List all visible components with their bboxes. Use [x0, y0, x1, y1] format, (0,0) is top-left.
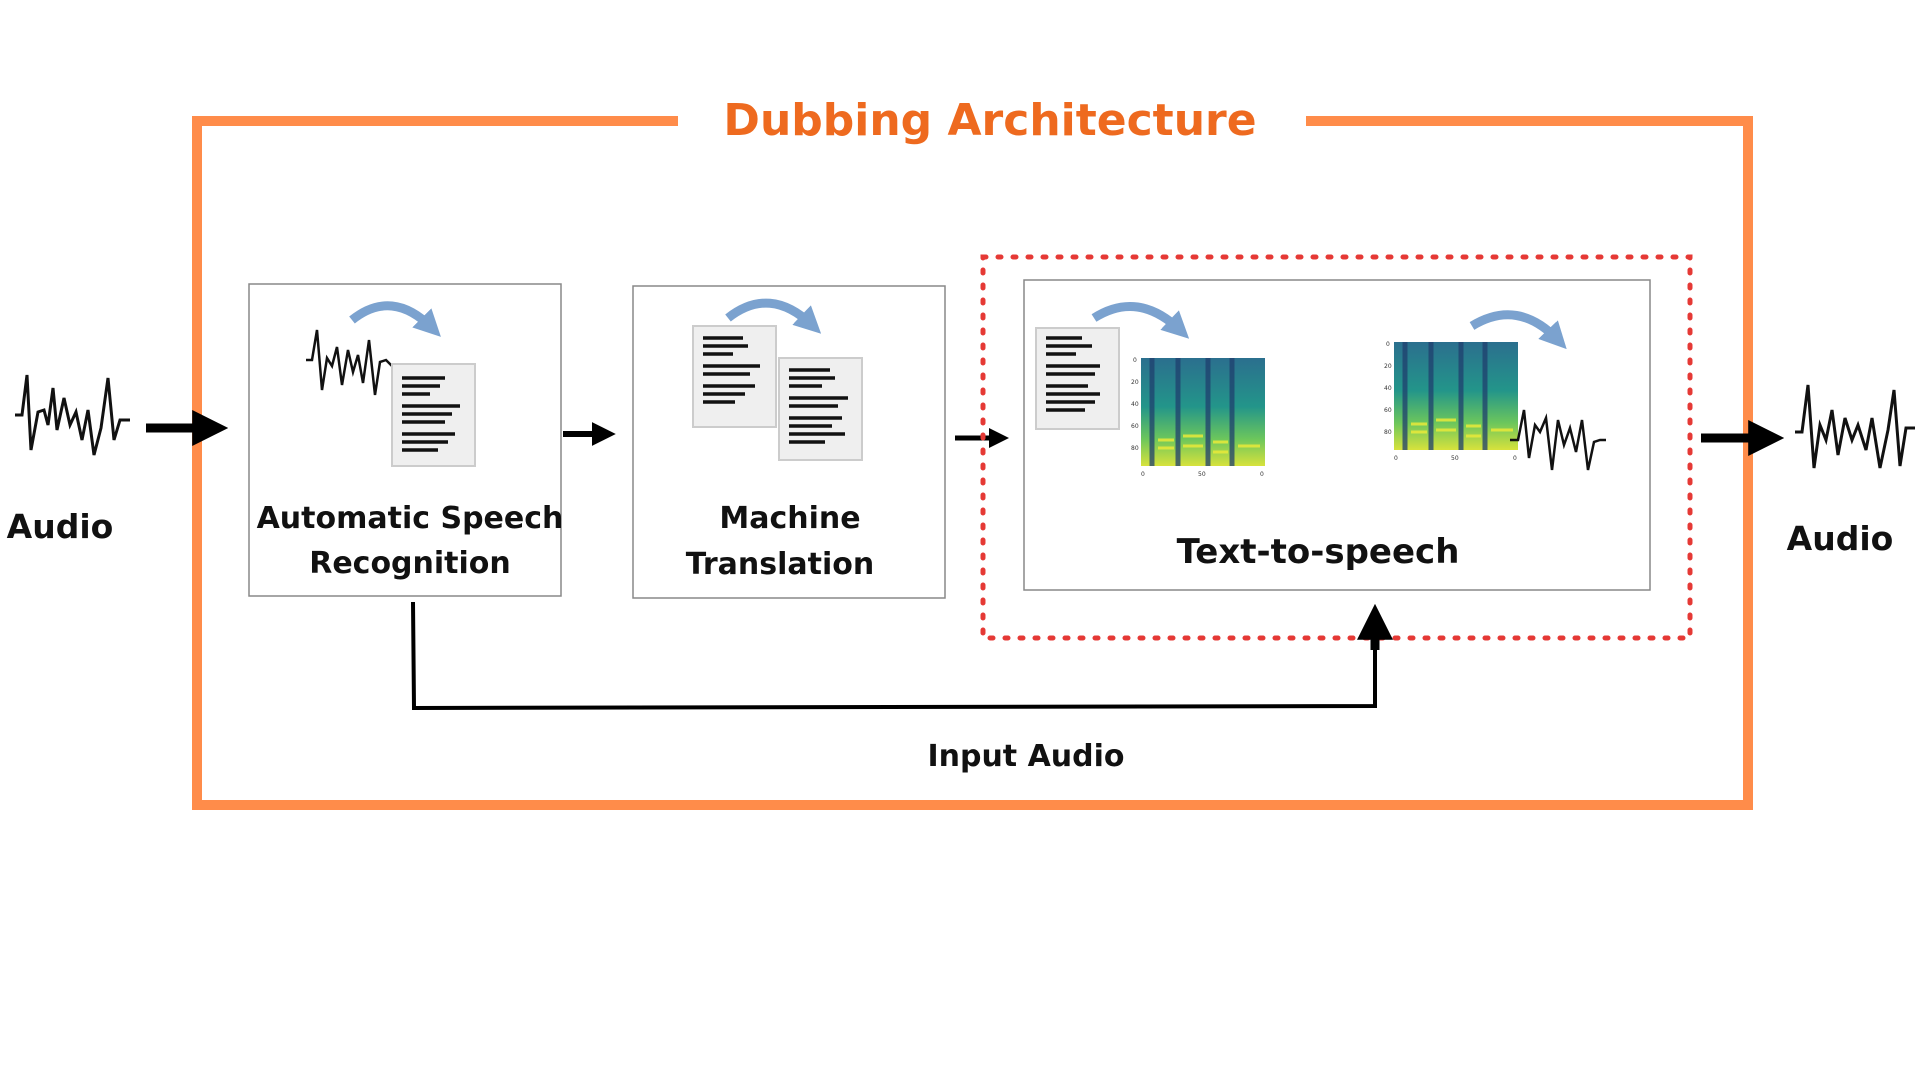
feedback-label: Input Audio	[927, 739, 1124, 774]
tts-output-waveform-icon	[1510, 409, 1606, 471]
svg-text:0: 0	[1260, 471, 1264, 478]
mt-label-line1: Machine	[719, 501, 860, 536]
svg-text:50: 50	[1451, 455, 1459, 462]
tts-highlight-border	[980, 254, 1693, 641]
architecture-frame	[192, 116, 1753, 810]
mt-label-line2: Translation	[686, 547, 875, 582]
svg-text:80: 80	[1131, 445, 1139, 452]
svg-text:60: 60	[1384, 407, 1392, 414]
input-waveform-icon	[15, 374, 130, 456]
tts-spectrogram-2-icon: 0 20 40 60 80 0 50 0	[1384, 341, 1518, 462]
tts-spectrogram-1-icon: 0 20 40 60 80 0 50 0	[1131, 357, 1265, 478]
tts-document-icon	[1035, 327, 1120, 430]
svg-text:0: 0	[1133, 357, 1137, 364]
asr-document-icon	[391, 363, 476, 467]
mt-target-document-icon	[778, 357, 863, 461]
svg-text:0: 0	[1394, 455, 1398, 462]
svg-text:0: 0	[1141, 471, 1145, 478]
tts-curved-arrow-2-icon	[1469, 310, 1567, 350]
tts-curved-arrow-1-icon	[1091, 302, 1190, 339]
asr-label-line2: Recognition	[309, 546, 511, 581]
output-waveform-icon	[1795, 384, 1915, 469]
mt-curved-arrow-icon	[725, 298, 822, 334]
svg-text:50: 50	[1198, 471, 1206, 478]
diagram-title: Dubbing Architecture	[723, 95, 1256, 146]
svg-text:20: 20	[1384, 363, 1392, 370]
asr-label-line1: Automatic Speech	[257, 501, 564, 536]
asr-waveform-icon	[306, 329, 400, 396]
asr-curved-arrow-icon	[349, 301, 441, 337]
output-audio-label: Audio	[1787, 519, 1894, 558]
svg-text:40: 40	[1384, 385, 1392, 392]
svg-text:20: 20	[1131, 379, 1139, 386]
svg-text:80: 80	[1384, 429, 1392, 436]
mt-source-document-icon	[692, 325, 777, 428]
svg-text:0: 0	[1513, 455, 1517, 462]
input-audio-label: Audio	[7, 507, 114, 546]
svg-text:0: 0	[1386, 341, 1390, 348]
svg-text:60: 60	[1131, 423, 1139, 430]
tts-label: Text-to-speech	[1177, 532, 1460, 572]
feedback-path-input-audio	[411, 601, 1377, 711]
svg-text:40: 40	[1131, 401, 1139, 408]
